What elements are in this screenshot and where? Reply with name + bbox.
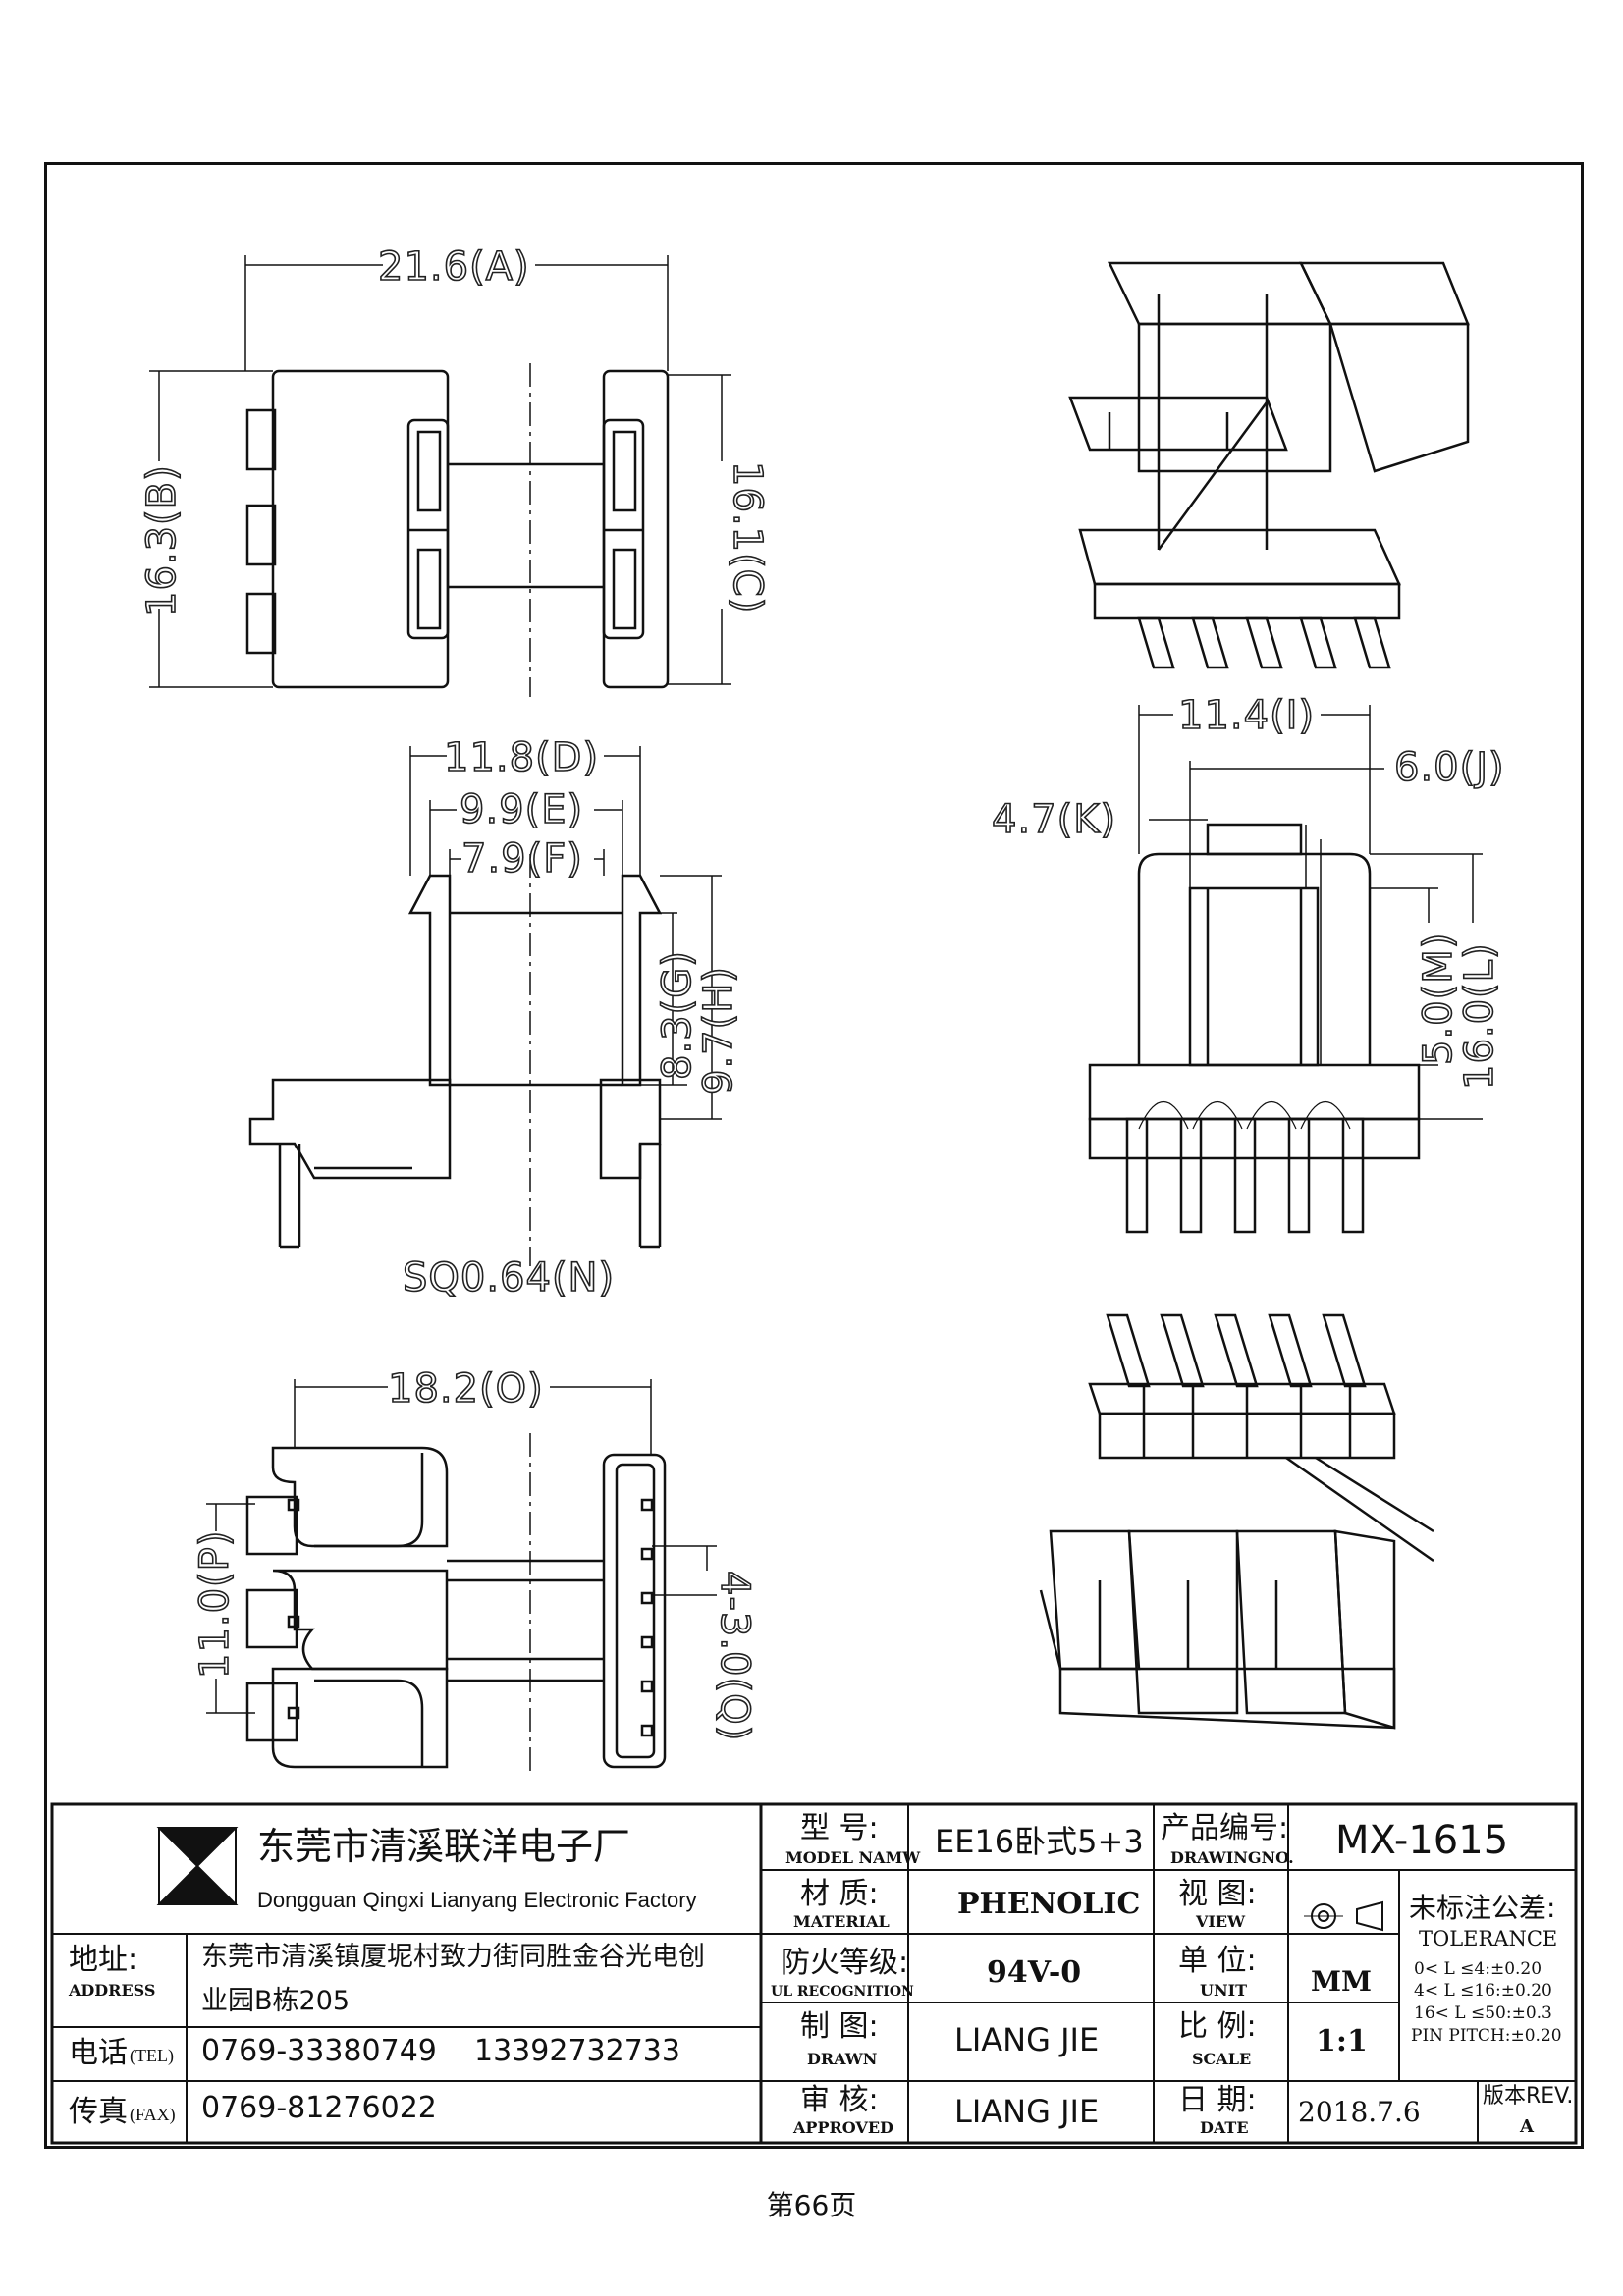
drawn-value: LIANG JIE (954, 2021, 1100, 2058)
date-label-en: DATE (1200, 2118, 1249, 2137)
projection-symbol-icon (1304, 1900, 1383, 1932)
company-name-cn: 东莞市清溪联洋电子厂 (257, 1825, 631, 1868)
dim-m: 5.0(M) (1416, 933, 1461, 1065)
dim-l: 16.0(L) (1457, 942, 1502, 1090)
rev-label: 版本REV. (1483, 2084, 1574, 2109)
dim-h: 9.7(H) (696, 966, 741, 1095)
tolerance-line-2: 4< L ≤16:±0.20 (1414, 1981, 1552, 2001)
drawingno-value: MX-1615 (1335, 1818, 1509, 1863)
dim-k: 4.7(K) (992, 797, 1116, 842)
dim-q: 4-3.0(Q) (712, 1571, 757, 1741)
dim-c: 16.1(C) (725, 461, 770, 614)
rev-value: A (1520, 2116, 1534, 2137)
front-view (1088, 705, 1483, 1234)
iso-view-bottom (1039, 1313, 1434, 1730)
model-label-en: MODEL NAMW (785, 1848, 921, 1867)
drawingno-label-en: DRAWINGNO. (1170, 1848, 1294, 1867)
view-label-en: VIEW (1196, 1912, 1246, 1931)
tolerance-line-3: 16< L ≤50:±0.3 (1414, 2003, 1552, 2023)
dim-d: 11.8(D) (444, 735, 599, 780)
page-number: 第66页 (766, 2189, 857, 2221)
dim-i: 11.4(I) (1178, 693, 1315, 738)
iso-top-pins (1137, 616, 1391, 669)
scale-label-en: SCALE (1192, 2050, 1252, 2068)
dim-n: SQ0.64(N) (403, 1255, 615, 1301)
drawing-frame (44, 162, 1584, 2149)
ul-label-cn: 防火等级: (781, 1946, 909, 1980)
scale-label-cn: 比 例: (1178, 2009, 1257, 2044)
view-label-cn: 视 图: (1178, 1877, 1257, 1911)
side-view (248, 746, 722, 1266)
approved-label-en: APPROVED (793, 2118, 893, 2137)
dim-p: 11.0(P) (192, 1530, 238, 1679)
dim-b: 16.3(B) (139, 464, 185, 616)
dim-j: 6.0(J) (1394, 745, 1505, 790)
top-left-view (149, 255, 731, 697)
unit-value: MM (1311, 1965, 1372, 1998)
model-value: EE16卧式5+3 (935, 1823, 1144, 1860)
address-label-en: ADDRESS (69, 1981, 156, 2000)
company-logo (156, 1827, 239, 1905)
iso-bottom-pins (1106, 1313, 1367, 1388)
dim-f: 7.9(F) (461, 836, 583, 881)
material-label-cn: 材 质: (800, 1877, 879, 1911)
tel-value: 0769-33380749 13392732733 (201, 2034, 680, 2068)
dim-a: 21.6(A) (378, 244, 530, 290)
scale-value: 1:1 (1316, 2024, 1368, 2058)
fax-value: 0769-81276022 (201, 2091, 437, 2125)
date-label-cn: 日 期: (1178, 2083, 1257, 2117)
tolerance-line-1: 0< L ≤4:±0.20 (1414, 1959, 1542, 1979)
bottom-view-pins (640, 1498, 654, 1737)
fax-label-cn: 传真 (69, 2095, 128, 2129)
address-label-cn: 地址: (69, 1943, 138, 1977)
ul-label-en: UL RECOGNITION (771, 1984, 914, 2000)
material-label-en: MATERIAL (793, 1912, 890, 1931)
material-value: PHENOLIC (957, 1887, 1141, 1921)
dim-o: 18.2(O) (388, 1366, 544, 1412)
drawn-label-en: DRAWN (807, 2050, 878, 2068)
ul-value: 94V-0 (987, 1955, 1082, 1990)
model-label-cn: 型 号: (800, 1811, 879, 1845)
company-name-en: Dongguan Qingxi Lianyang Electronic Fact… (257, 1888, 697, 1912)
dim-g: 8.3(G) (655, 950, 700, 1080)
title-block (50, 1802, 1578, 2145)
front-pins (1125, 1117, 1365, 1234)
fax-label-en: (FAX) (130, 2105, 176, 2124)
iso-view-top (1068, 261, 1470, 669)
bottom-view (206, 1379, 717, 1777)
date-value: 2018.7.6 (1298, 2096, 1421, 2128)
drawn-label-cn: 制 图: (800, 2009, 879, 2044)
drawingno-label-cn: 产品编号: (1161, 1811, 1289, 1845)
tel-label-en: (TEL) (130, 2046, 174, 2065)
dimension-labels: 21.6(A) 16.3(B) 16.1(C) 11.8(D) 9.9(E) 7… (138, 243, 1505, 1742)
address-line2: 业园B栋205 (201, 1986, 351, 2016)
dim-e: 9.9(E) (460, 787, 583, 832)
tel-label-cn: 电话 (69, 2036, 128, 2070)
tolerance-label-cn: 未标注公差: (1409, 1892, 1556, 1924)
unit-label-cn: 单 位: (1178, 1944, 1257, 1978)
unit-label-en: UNIT (1200, 1981, 1247, 2000)
address-line1: 东莞市清溪镇厦坭村致力街同胜金谷光电创 (201, 1942, 705, 1972)
approved-value: LIANG JIE (954, 2093, 1100, 2130)
approved-label-cn: 审 核: (800, 2083, 879, 2117)
tolerance-label-en: TOLERANCE (1419, 1927, 1558, 1950)
tolerance-line-4: PIN PITCH:±0.20 (1411, 2026, 1562, 2046)
